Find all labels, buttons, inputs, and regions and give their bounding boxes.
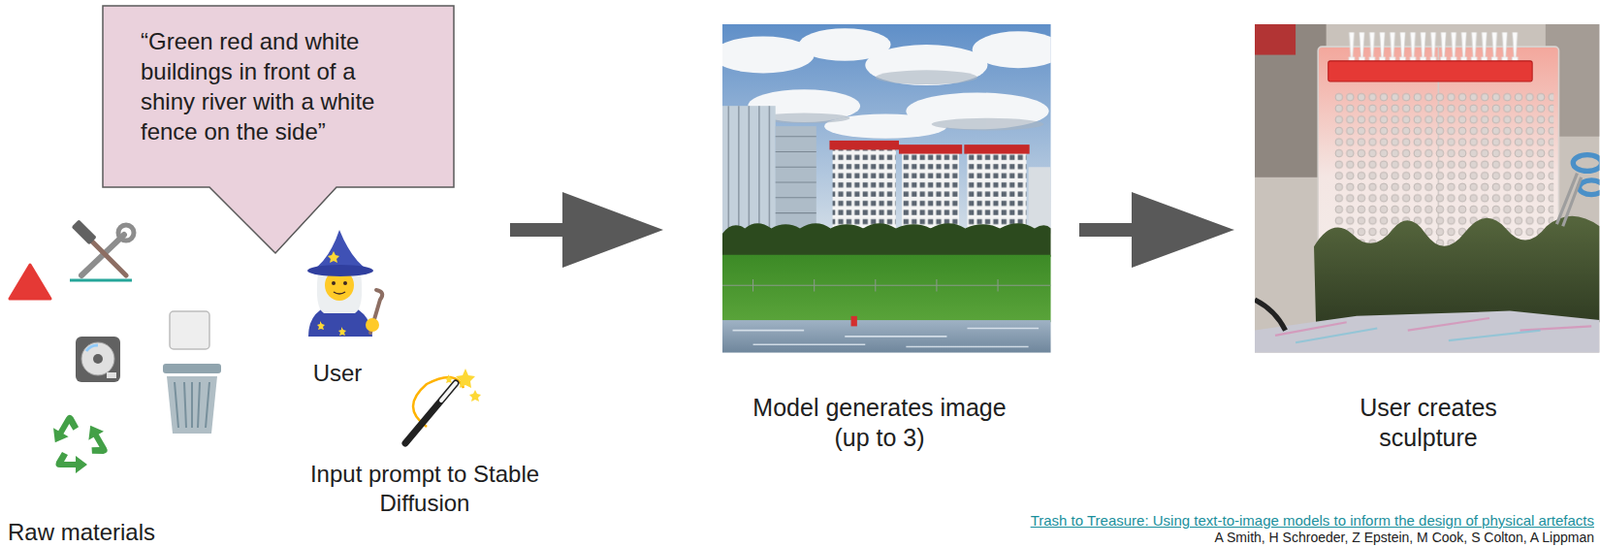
speech-bubble: “Green red and white buildings in front …: [101, 4, 455, 189]
trash-icon: [162, 363, 222, 434]
wizard-figure: [307, 229, 383, 337]
step-label: Model generates image (up to 3): [738, 392, 1021, 453]
magic-wand: [405, 368, 481, 444]
flow-arrow: [510, 192, 664, 268]
triangle-icon: [9, 264, 51, 299]
step-label: Input prompt to Stable Diffusion: [308, 459, 542, 518]
bubble-outline: [102, 5, 454, 254]
recycle-icon: [47, 411, 114, 474]
flow-arrow: [1079, 192, 1235, 268]
square-icon: [169, 311, 210, 350]
materials-label: Raw materials: [7, 519, 241, 545]
user-label: User: [288, 358, 386, 388]
tools-icon: [69, 219, 134, 281]
disc-icon: [75, 336, 121, 383]
citation-authors: A Smith, H Schroeder, Z Epstein, M Cook,…: [1215, 529, 1595, 545]
citation-link: Trash to Treasure: Using text-to-image m…: [1030, 512, 1595, 529]
sculpture-photo: [1254, 24, 1600, 353]
generated-image: [711, 24, 1064, 353]
prompt-text: “Green red and white buildings in front …: [140, 26, 403, 147]
step-label: User creates sculpture: [1331, 392, 1526, 453]
